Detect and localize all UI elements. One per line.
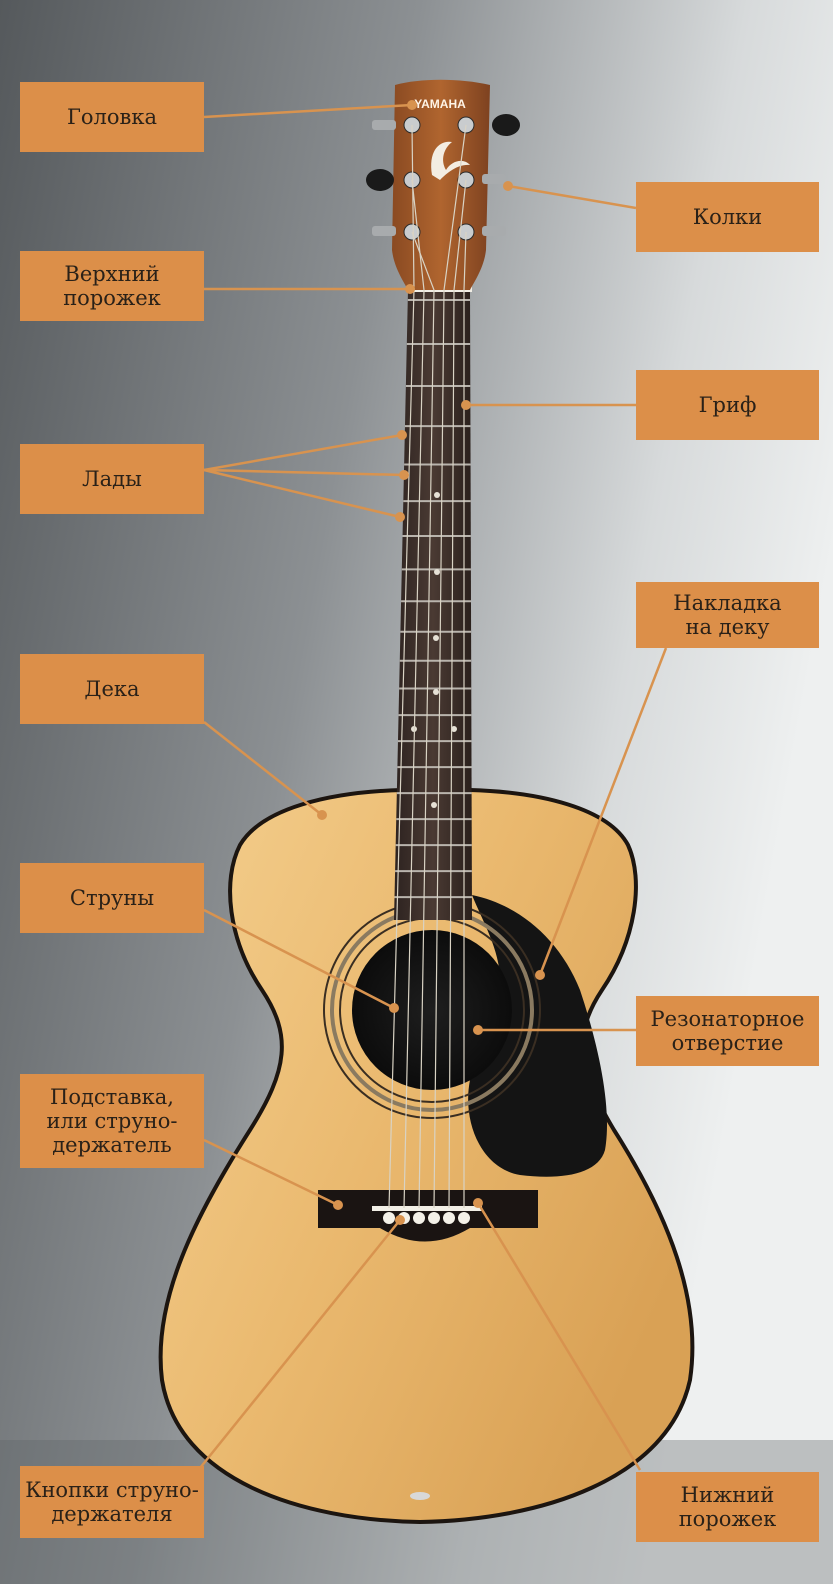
label-headstock: Головка bbox=[20, 82, 204, 152]
end-pin bbox=[410, 1492, 430, 1500]
brand-logo: YAMAHA bbox=[414, 97, 466, 111]
label-bridge: Подставка, или струно- держатель bbox=[20, 1074, 204, 1168]
label-bridge-pins: Кнопки струно- держателя bbox=[20, 1466, 204, 1538]
label-soundhole: Резонаторное отверстие bbox=[636, 996, 819, 1066]
label-saddle: Нижний порожек bbox=[636, 1472, 819, 1542]
label-pickguard: Накладка на деку bbox=[636, 582, 819, 648]
label-nut: Верхний порожек bbox=[20, 251, 204, 321]
label-tuners: Колки bbox=[636, 182, 819, 252]
label-frets: Лады bbox=[20, 444, 204, 514]
label-neck: Гриф bbox=[636, 370, 819, 440]
soundhole bbox=[352, 930, 512, 1090]
label-top: Дека bbox=[20, 654, 204, 724]
label-strings: Струны bbox=[20, 863, 204, 933]
